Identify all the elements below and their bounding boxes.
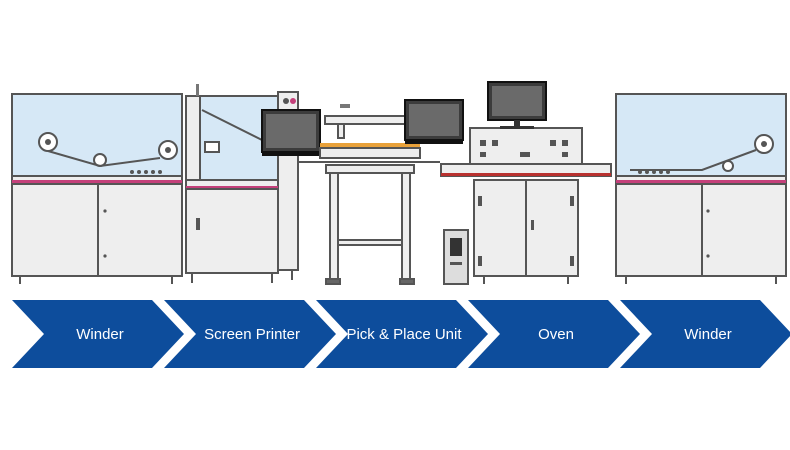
monitor-icon [404, 99, 464, 144]
process-step-chevron [316, 300, 488, 368]
process-step-label: Winder [684, 326, 732, 343]
winder-machine-icon [615, 93, 787, 284]
process-step-label: Pick & Place Unit [346, 326, 462, 343]
process-step-label: Winder [76, 326, 124, 343]
monitor-icon [487, 81, 547, 129]
process-step-chevron [164, 300, 336, 368]
process-step-label: Screen Printer [204, 326, 300, 343]
monitor-icon [261, 109, 321, 156]
process-step-chevron [12, 300, 184, 368]
process-step-chevron [620, 300, 790, 368]
winder-machine-icon [11, 93, 183, 284]
process-flow: Winder Screen Printer Pick & Place Unit Ove… [12, 300, 790, 368]
reflow-oven-machine-icon [440, 127, 612, 284]
computer-tower-icon [443, 229, 469, 285]
process-step-chevron [468, 300, 640, 368]
process-step-label: Oven [538, 326, 574, 343]
pick-and-place-machine-icon [319, 104, 440, 285]
